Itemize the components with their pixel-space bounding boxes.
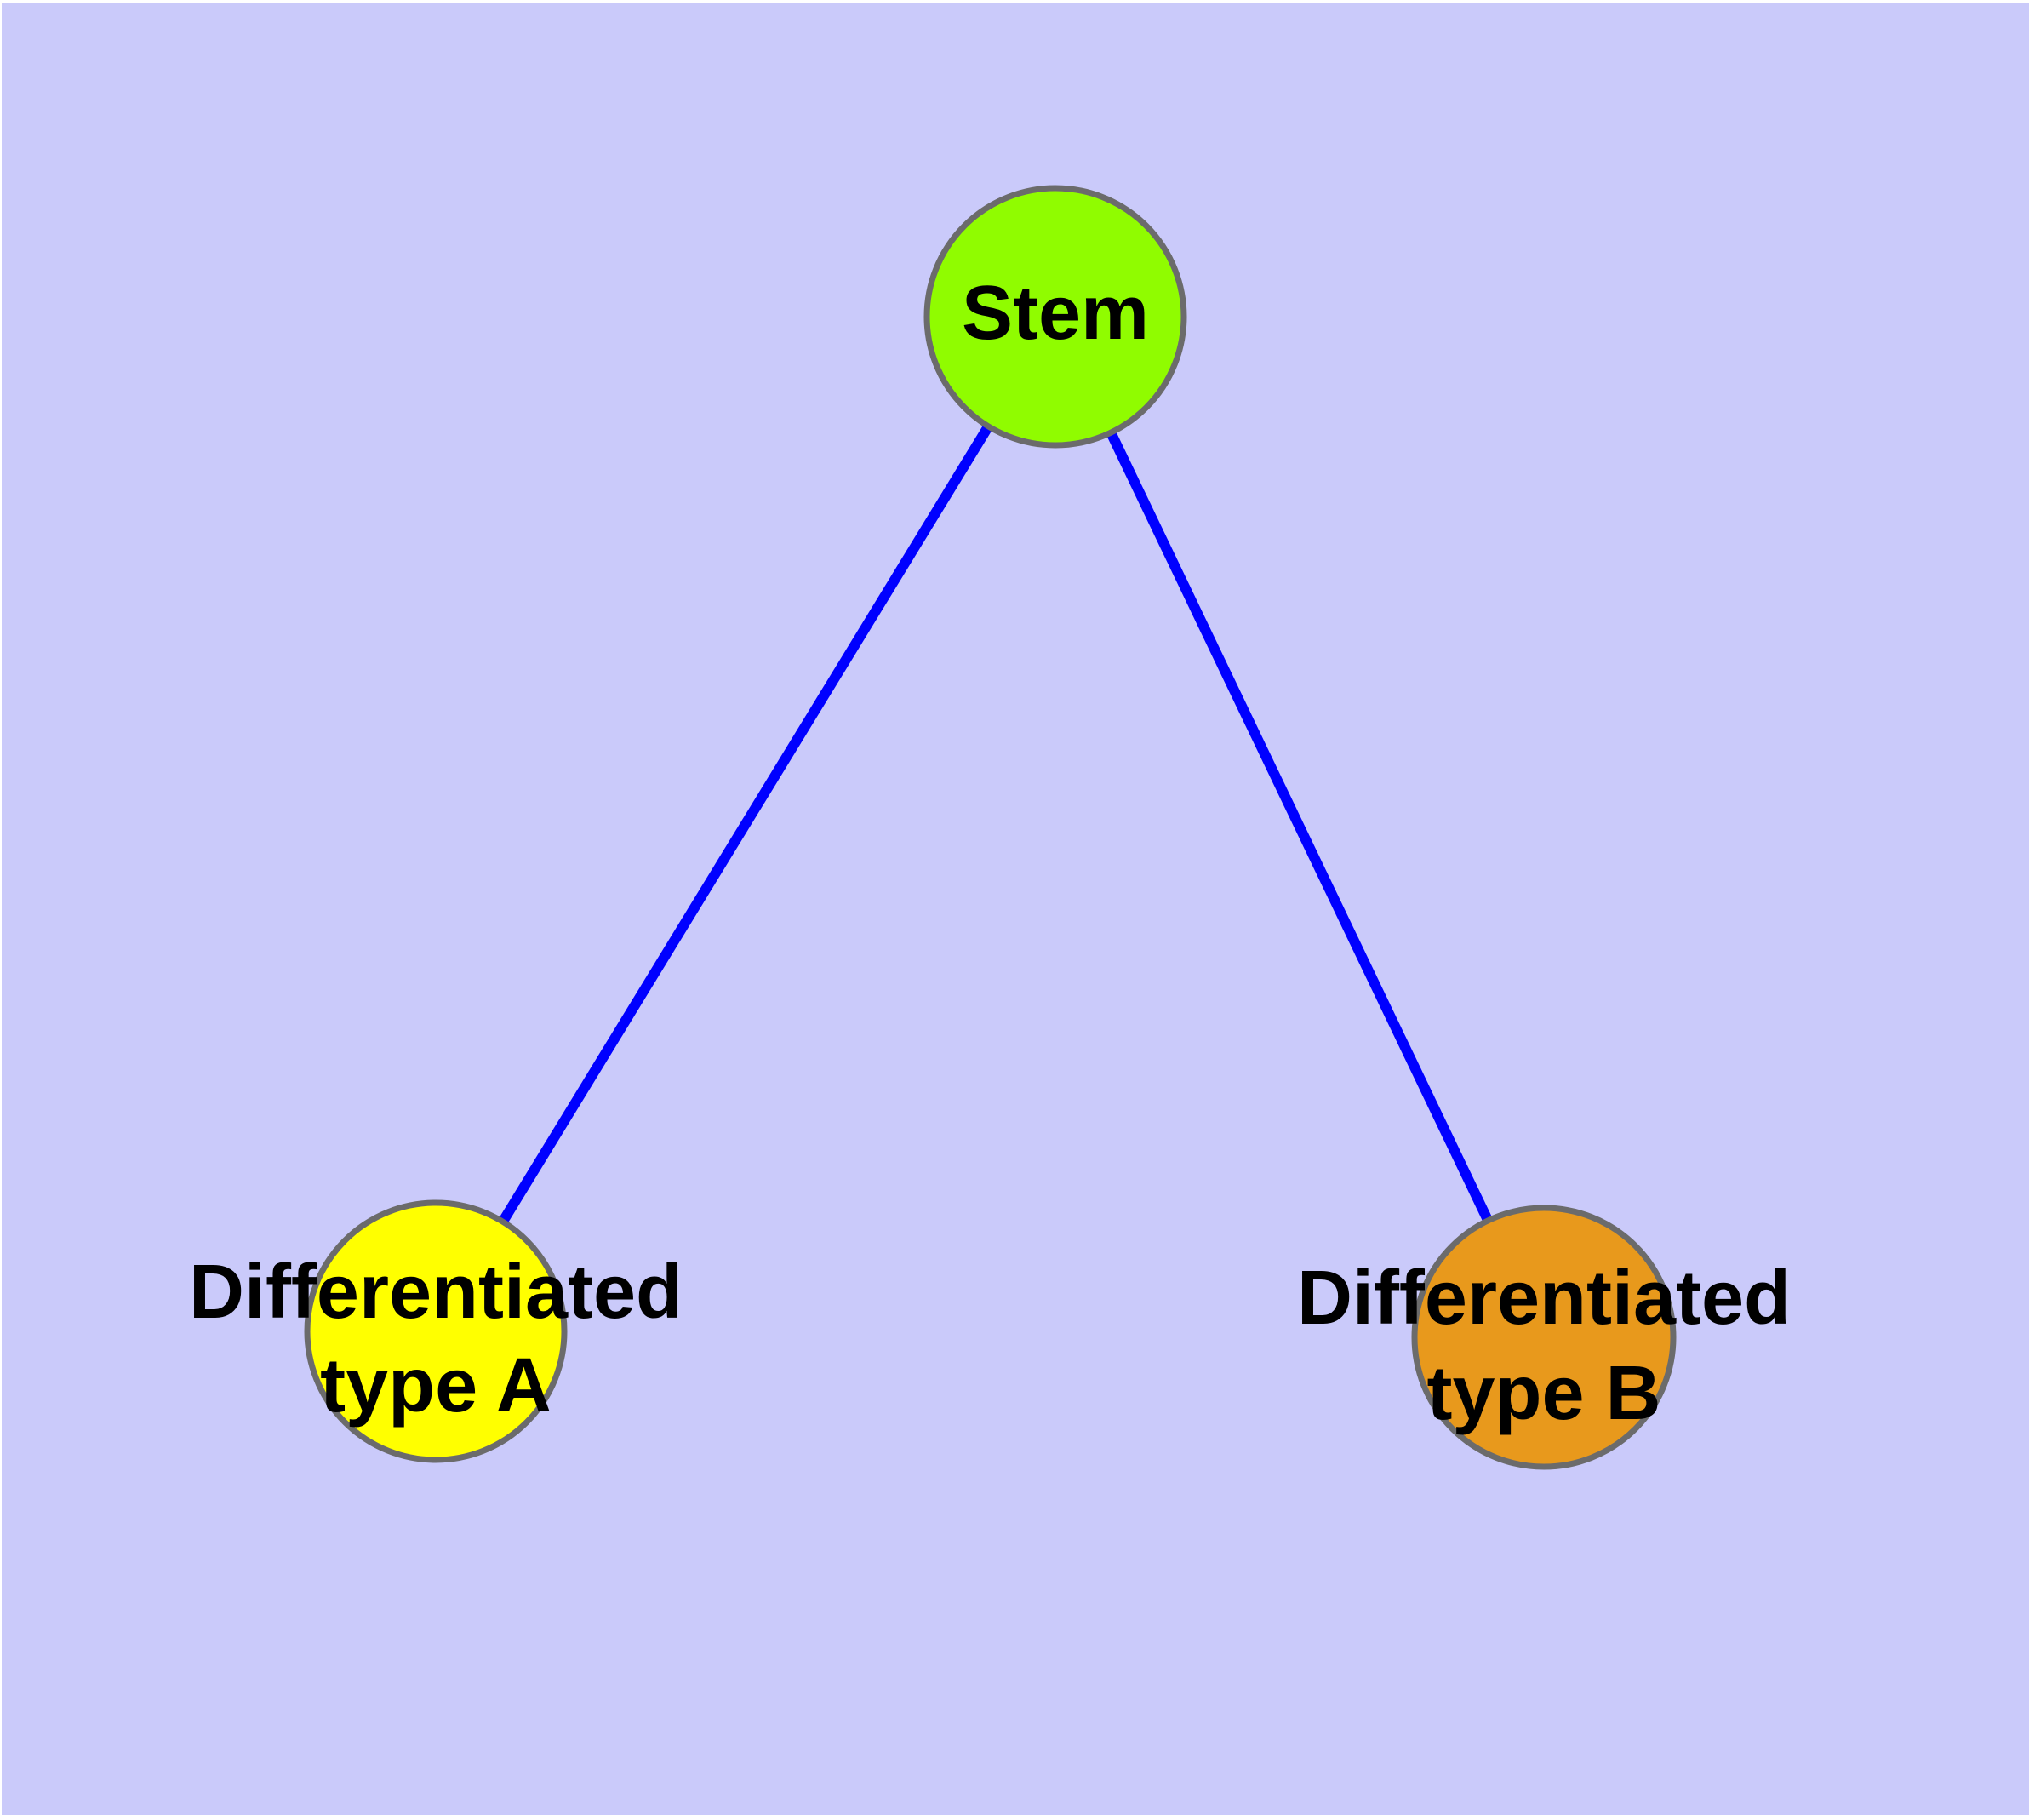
node-type-a-label-line1: Differentiated — [189, 1250, 683, 1335]
node-type-b-circle — [1411, 1205, 1677, 1470]
node-type-a-circle — [304, 1199, 568, 1463]
node-type-a: Differentiated type A — [189, 1199, 683, 1463]
node-type-b-label-line1: Differentiated — [1297, 1256, 1791, 1341]
node-stem: Stem — [923, 185, 1187, 449]
node-stem-circle — [923, 185, 1187, 449]
edge-stem-to-type-b — [1050, 314, 1549, 1340]
edge-stem-to-type-a — [431, 313, 1060, 1335]
node-type-a-label-line2: type A — [320, 1343, 552, 1428]
node-type-b-label-line2: type B — [1426, 1351, 1660, 1436]
node-type-b: Differentiated type B — [1297, 1205, 1791, 1470]
node-stem-label: Stem — [962, 271, 1149, 356]
